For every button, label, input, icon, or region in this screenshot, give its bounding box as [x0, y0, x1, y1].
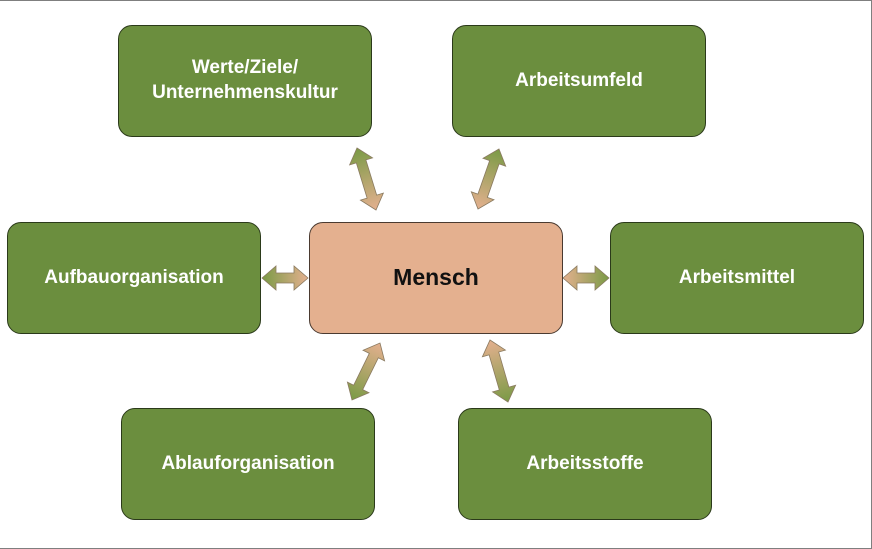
node-arbeitsumfeld: Arbeitsumfeld: [452, 25, 706, 137]
node-werte-ziele-line1: Werte/Ziele/: [191, 57, 299, 79]
node-aufbauorganisation: Aufbauorganisation: [7, 222, 261, 334]
node-ablauforganisation: Ablauforganisation: [121, 408, 375, 520]
node-mensch-label: Mensch: [393, 264, 479, 291]
node-arbeitsstoffe: Arbeitsstoffe: [458, 408, 712, 520]
node-aufbauorganisation-label: Aufbauorganisation: [44, 266, 224, 288]
arrow-aufbauorganisation-mensch: [261, 265, 309, 291]
arrow-werte-mensch: [348, 147, 385, 211]
node-arbeitsumfeld-label: Arbeitsumfeld: [515, 69, 643, 91]
node-arbeitsmittel-label: Arbeitsmittel: [678, 266, 796, 288]
arrow-ablauforganisation-mensch: [346, 342, 386, 401]
node-arbeitsmittel: Arbeitsmittel: [610, 222, 864, 334]
node-ablauforganisation-label: Ablauforganisation: [161, 452, 335, 474]
arrow-arbeitsmittel-mensch: [562, 265, 610, 291]
node-mensch: Mensch: [309, 222, 563, 334]
node-werte-ziele-label: Werte/Ziele/ Unternehmenskultur: [152, 56, 338, 105]
node-arbeitsstoffe-label: Arbeitsstoffe: [526, 452, 644, 474]
arrow-arbeitsumfeld-mensch: [470, 148, 507, 210]
node-werte-ziele: Werte/Ziele/ Unternehmenskultur: [118, 25, 372, 137]
arrow-arbeitsstoffe-mensch: [481, 339, 517, 403]
node-werte-ziele-line2: Unternehmenskultur: [152, 82, 338, 103]
